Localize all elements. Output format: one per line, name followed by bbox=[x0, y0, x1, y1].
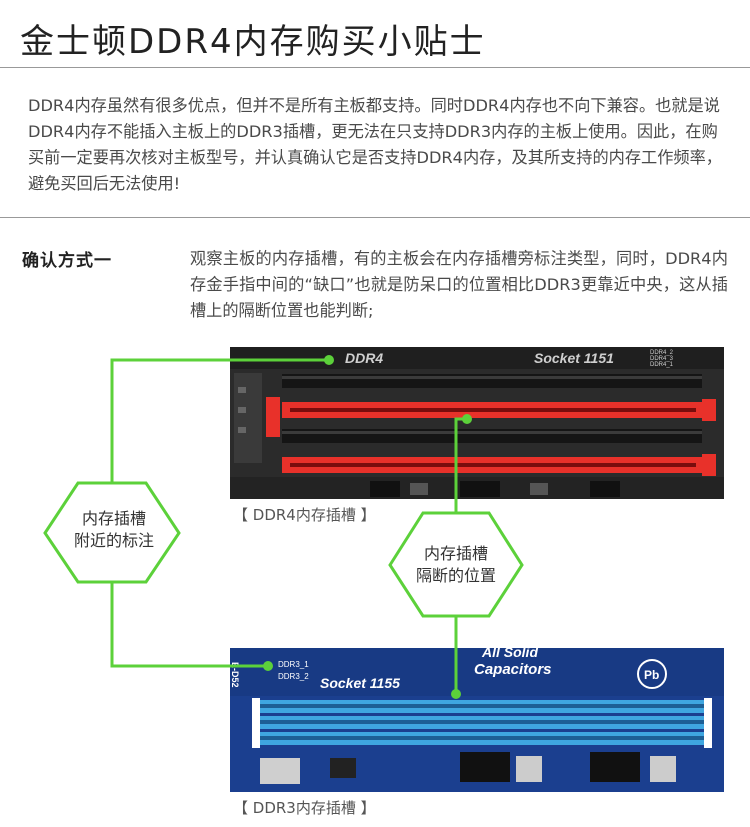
ddr4-socket-label: Socket 1151 bbox=[534, 350, 614, 366]
marker-ddr4-label bbox=[324, 355, 334, 365]
callout-label-near-line1: 内存插槽 bbox=[81, 509, 146, 528]
callout-label-near-line2: 附近的标注 bbox=[73, 531, 154, 550]
connector-ddr4-divider bbox=[454, 417, 465, 513]
method-label: 确认方式一 bbox=[22, 251, 112, 271]
intro-paragraph: DDR4内存虽然有很多优点，但并不是所有主板都支持。同时DDR4内存也不向下兼容… bbox=[28, 96, 722, 193]
hexagon-label-callout bbox=[43, 481, 181, 584]
ddr3-socket-label: Socket 1155 bbox=[320, 675, 400, 691]
callout-divider-position: 内存插槽 隔断的位置 bbox=[397, 543, 515, 587]
marker-ddr3-label bbox=[263, 661, 273, 671]
ddr3-brand-line1: All Solid bbox=[481, 648, 538, 660]
ddr4-board-label: DDR4 bbox=[345, 350, 383, 366]
hexagon-divider-callout bbox=[388, 511, 524, 618]
page-title: 金士顿DDR4内存购买小贴士 bbox=[20, 22, 486, 62]
ddr4-small-label-1: DDR4_2 bbox=[650, 350, 674, 356]
callout-divider-line1: 内存插槽 bbox=[423, 544, 488, 563]
ddr3-edge-label: E-D52 bbox=[230, 662, 240, 688]
marker-ddr3-divider bbox=[451, 689, 461, 699]
ddr3-slot-photo: E-D52 DDR3_1 DDR3_2 Socket 1155 All Soli… bbox=[230, 648, 724, 792]
ddr4-slot-photo: DDR4 Socket 1151 DDR4_2 DDR4_3 DDR4_1 bbox=[230, 347, 724, 499]
title-divider bbox=[0, 67, 750, 68]
marker-ddr4-divider bbox=[462, 414, 472, 424]
connector-ddr3-label bbox=[110, 582, 268, 668]
method-description: 观察主板的内存插槽，有的主板会在内存插槽旁标注类型，同时，DDR4内存金手指中间… bbox=[190, 249, 728, 320]
ddr4-small-label-2: DDR4_3 bbox=[650, 356, 674, 362]
ddr3-brand-line2: Capacitors bbox=[474, 661, 552, 678]
callout-label-near: 内存插槽 附近的标注 bbox=[55, 508, 173, 552]
ddr3-caption: 【 DDR3内存插槽 】 bbox=[233, 799, 376, 817]
ddr4-small-label-3: DDR4_1 bbox=[650, 362, 674, 368]
ddr4-caption: 【 DDR4内存插槽 】 bbox=[233, 506, 376, 524]
section-divider bbox=[0, 217, 750, 218]
pb-logo-text: Pb bbox=[644, 668, 659, 682]
connector-ddr4-label bbox=[110, 358, 328, 483]
callout-divider-line2: 隔断的位置 bbox=[415, 566, 496, 585]
pb-logo-icon bbox=[637, 659, 667, 689]
ddr3-slot-label-2: DDR3_2 bbox=[278, 672, 309, 681]
ddr3-slot-label-1: DDR3_1 bbox=[278, 660, 309, 669]
